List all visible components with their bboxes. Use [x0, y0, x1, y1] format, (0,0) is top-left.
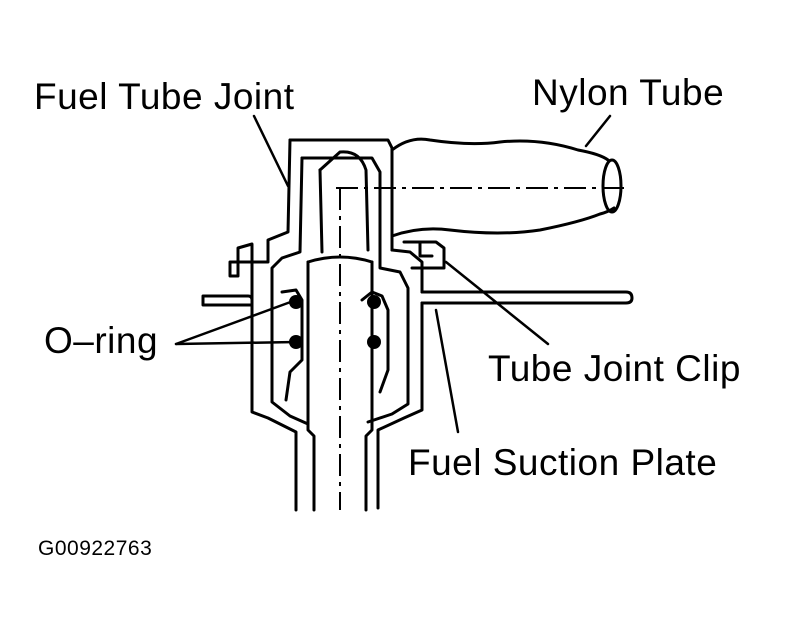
nylon-tube-part: [390, 137, 623, 238]
figure-id: G00922763: [38, 537, 153, 560]
fuel-tube-joint-part: [228, 138, 424, 512]
centerlines: [336, 187, 630, 510]
label-o-ring: O–ring: [44, 320, 159, 361]
tube-joint-clip-part: [402, 240, 446, 270]
label-tube-joint-clip: Tube Joint Clip: [488, 348, 741, 389]
label-nylon-tube: Nylon Tube: [532, 72, 725, 113]
o-ring-grooves: [280, 288, 390, 402]
fuel-suction-plate-part: [201, 290, 634, 307]
label-fuel-tube-joint: Fuel Tube Joint: [34, 76, 295, 117]
leader-lines: [174, 114, 612, 434]
label-fuel-suction-plate: Fuel Suction Plate: [408, 442, 718, 483]
o-ring-dots: [289, 295, 381, 349]
